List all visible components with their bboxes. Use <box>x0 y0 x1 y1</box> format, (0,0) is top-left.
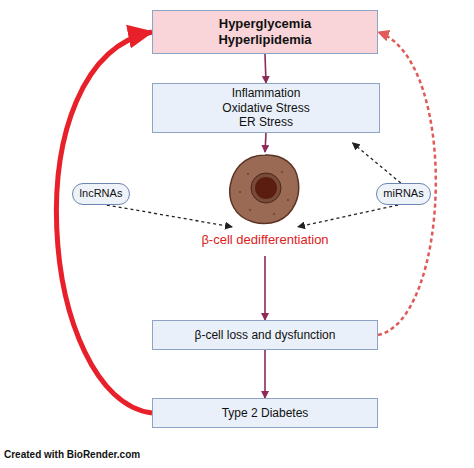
condition-box: Hyperglycemia Hyperlipidemia <box>152 10 378 54</box>
regulator-pill: miRNAs <box>376 183 431 205</box>
node-text: miRNAs <box>383 187 423 200</box>
flow-arrow <box>265 133 266 152</box>
node-text: β-cell dedifferentiation <box>201 232 328 248</box>
process-box: β-cell loss and dysfunction <box>152 320 378 350</box>
node-text: lncRNAs <box>80 187 123 200</box>
regulator-pill: lncRNAs <box>72 183 130 205</box>
flow-arrow <box>298 205 398 227</box>
flow-arrow <box>107 205 232 227</box>
watermark-text: Created with BioRender.com <box>4 449 140 460</box>
stress-box: Inflammation Oxidative Stress ER Stress <box>152 83 380 133</box>
flow-arrow <box>353 143 401 183</box>
outcome-box: Type 2 Diabetes <box>152 398 378 428</box>
node-text: Type 2 Diabetes <box>222 406 309 420</box>
node-text: Inflammation Oxidative Stress ER Stress <box>216 86 316 129</box>
beta-cell-illustration <box>190 152 340 226</box>
node-text: β-cell loss and dysfunction <box>195 328 336 342</box>
node-text: Hyperglycemia Hyperlipidemia <box>210 16 320 47</box>
flow-arrow <box>264 350 266 398</box>
flow-arrow <box>265 54 266 83</box>
cell-node: β-cell dedifferentiation <box>190 152 340 256</box>
flow-arrow <box>264 256 266 320</box>
flow-arrow <box>56 32 152 413</box>
